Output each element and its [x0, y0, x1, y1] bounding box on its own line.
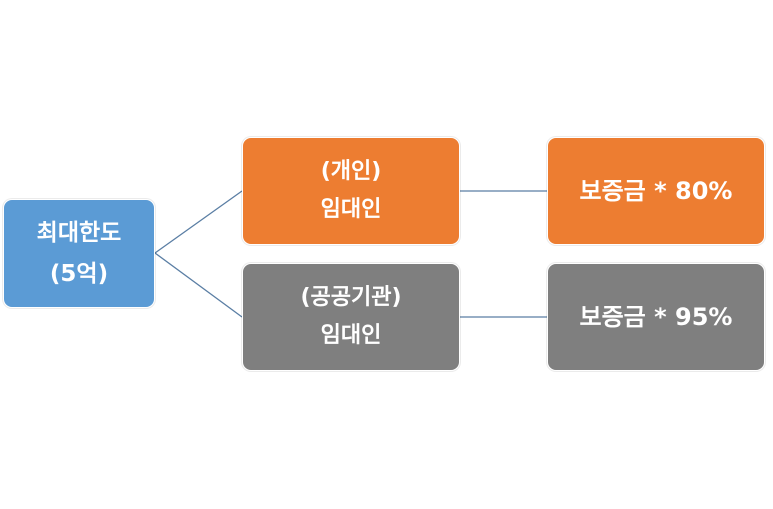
node-public-landlord: (공공기관) 임대인 — [242, 263, 460, 371]
root-node-title: 최대한도 — [36, 220, 122, 247]
connector-root-to-individual — [154, 190, 243, 254]
node-individual-label: 임대인 — [320, 197, 382, 222]
node-result-80-percent: 보증금 * 80% — [547, 137, 765, 245]
root-node-max-limit: 최대한도 (5억) — [3, 199, 155, 308]
node-individual-landlord: (개인) 임대인 — [242, 137, 460, 245]
node-individual-type: (개인) — [320, 158, 382, 184]
connector-root-to-public — [154, 252, 243, 318]
result-95-text: 보증금 * 95% — [579, 303, 733, 331]
node-public-type: (공공기관) — [300, 284, 402, 310]
node-result-95-percent: 보증금 * 95% — [547, 263, 765, 371]
result-80-text: 보증금 * 80% — [579, 177, 733, 205]
node-public-label: 임대인 — [320, 323, 382, 348]
root-node-amount: (5억) — [49, 260, 109, 287]
